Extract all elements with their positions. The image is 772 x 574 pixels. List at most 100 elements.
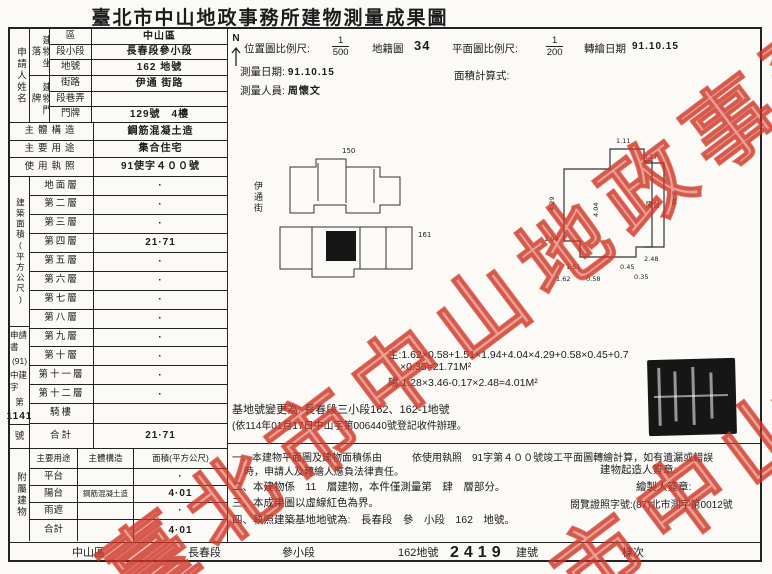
attached-group-label: 附屬建物 [10, 449, 30, 541]
location-label-column: 區 段小段 地號 街路 段巷弄 門牌 [50, 29, 92, 122]
dim-bottom-left: 1.62 [556, 275, 570, 283]
dim-bottom-mid: 0.58 [586, 275, 600, 283]
license-row: 使用執照 91使字４００號 [10, 158, 227, 177]
floor-label: 第九層 [30, 328, 94, 347]
use-value: 集合住宅 [138, 143, 183, 155]
attached-area: · [178, 505, 183, 517]
floor-value: · [158, 388, 163, 400]
building-info-table: 申請人姓名 建物坐落 建物門牌 區 段小段 地號 街路 段巷弄 門牌 中山區 長… [7, 29, 228, 542]
attached-total-structure [78, 520, 134, 541]
total-value: 21·71 [145, 430, 176, 442]
balcony-area-calc: 陽:1.28×3.46-0.17×2.48=4.01M² [388, 377, 538, 389]
license-value: 91使字４００號 [120, 161, 201, 173]
attached-use: 陽台 [30, 486, 78, 502]
dim-left-mid: 1.94 [544, 235, 558, 243]
main-area-calc-line2: ×0.35=21.71M² [400, 361, 472, 373]
unit-floor-plan: 1.11 0.17 3.46 4.29 4.04 1.94 1.51 1.62 … [540, 129, 690, 299]
cadastre-map-label: 地籍圖 [372, 43, 404, 55]
lot-number-label: 150 [342, 147, 355, 155]
floor-value: · [158, 369, 163, 381]
north-compass: N [230, 33, 242, 68]
redraw-date-label: 轉繪日期 [584, 43, 626, 55]
plan-scale-denominator: 200 [546, 47, 563, 59]
floor-label: 地面層 [30, 177, 94, 195]
application-number-tail: 號 [14, 430, 25, 442]
floor-value: · [158, 274, 163, 286]
floor-value: · [158, 293, 163, 305]
footer-lot: 162地號 [398, 547, 439, 559]
footer-district: 中山區 [72, 547, 105, 559]
floor-value: · [158, 199, 163, 211]
use-row: 主要用途 集合住宅 [10, 141, 227, 158]
floor-label: 第五層 [30, 252, 94, 271]
attached-area: 4·01 [168, 488, 193, 500]
dim-balcony-top: 0.17 [643, 153, 657, 161]
site-location-plan: 伊通街 150 161 [250, 137, 454, 289]
builder-signature-label: 建物起造人簽章: [600, 464, 677, 476]
position-scale-fraction: 1 500 [332, 35, 350, 59]
street-value: 伊通 街路 [92, 76, 227, 92]
attached-header-area: 面積(平方公尺) [152, 452, 209, 463]
note-4: 四、執照建築基地地號為: 長春段 參 小段 162 地號。 [232, 514, 515, 526]
position-scale-numerator: 1 [332, 35, 350, 48]
attached-structure: 鋼筋混凝土造 [78, 486, 134, 502]
base-lot-change-reference: (依114年01月17日中山字第006440號登記收件辦理。 [232, 421, 467, 432]
total-label: 合計 [30, 424, 94, 449]
floor-area-section: 建築面積(平方公尺) 申請書 (91) 中建字 第 1141 號 地面層 · 第二… [7, 177, 227, 449]
footer-building-number: 2419 [450, 544, 506, 561]
plan-scale-label: 平面圖比例尺: [452, 43, 518, 55]
cadastre-map-number: 34 [414, 38, 431, 53]
dim-jog-b: 0.35 [634, 273, 648, 281]
document-title: 臺北市中山地政事務所建物測量成果圖 [91, 8, 449, 29]
group-label-column: 建物坐落 建物門牌 [30, 29, 50, 122]
floor-value: · [158, 255, 163, 267]
application-number: 1141 [6, 411, 33, 423]
address-group-label: 建物門牌 [30, 81, 49, 117]
floor-label: 第二層 [30, 195, 94, 214]
attached-area: · [178, 471, 183, 483]
document-frame: 申請人姓名 建物坐落 建物門牌 區 段小段 地號 街路 段巷弄 門牌 中山區 長… [7, 27, 762, 562]
floor-label: 第六層 [30, 271, 94, 290]
floor-label: 第八層 [30, 309, 94, 328]
attached-total-value: 4·01 [168, 524, 193, 536]
structure-label: 主體構造 [10, 123, 94, 140]
arcade-value [94, 404, 227, 423]
location-row-label: 門牌 [60, 108, 80, 120]
structure-value: 鋼筋混凝土造 [127, 125, 194, 137]
location-row-label: 區 [50, 29, 91, 45]
floor-value: · [158, 350, 163, 362]
footer-building-number-label: 建號 [516, 547, 538, 559]
floor-label: 第十層 [30, 347, 94, 366]
surveyor-label: 測量人員: [240, 85, 285, 97]
application-number-block: 申請書 (91) 中建字 第 1141 [7, 327, 31, 425]
use-label: 主要用途 [10, 141, 94, 157]
structure-row: 主體構造 鋼筋混凝土造 [10, 123, 227, 141]
survey-date-value: 91.10.15 [287, 67, 335, 78]
survey-date-label: 測量日期: [240, 66, 285, 78]
note-1-line2: 時，申請人及轉繪人應負法律責任。 [244, 467, 404, 478]
surveyor-name: 周懷文 [287, 86, 321, 97]
footer-section: 長春段 [188, 547, 221, 559]
attached-structures-table: 附屬建物 主要用途 主體構造 面積(平方公尺) 平台 · 陽台 鋼筋混凝土造 [10, 449, 227, 541]
note-3: 三、本成果圖以虛線紅色為界。 [232, 497, 379, 509]
application-line: (91) [11, 355, 28, 366]
floor-area-side-column: 建築面積(平方公尺) 申請書 (91) 中建字 第 1141 號 [7, 177, 31, 448]
dim-inner: 4.04 [592, 203, 600, 217]
location-row-label: 街路 [50, 76, 91, 92]
footer-unit-label: 棟次 [622, 547, 644, 559]
site-plan-drawing: 150 161 [279, 147, 431, 278]
note-1-line1: 一、本建物平面圖及建物面積係由 依使用執照 91字第４００號竣工平面圖轉繪計算，… [232, 453, 714, 464]
floor-label: 第三層 [30, 214, 94, 233]
dim-left-lower: 1.51 [566, 263, 580, 271]
lot-value: 162 地號 [92, 60, 227, 77]
attached-header-structure: 主體構造 [78, 449, 134, 468]
position-scale-denominator: 500 [332, 47, 349, 59]
attached-structure [78, 469, 134, 485]
attached-use: 雨遮 [30, 503, 78, 519]
base-lot-change-note: 基地號變更為: 長春段三小段162、162-1地號 [232, 404, 450, 416]
attached-use: 平台 [30, 469, 78, 485]
location-row-label: 段巷弄 [50, 92, 91, 108]
floor-label: 第四層 [30, 233, 94, 252]
dim-balcony-right: 2.48 [644, 255, 658, 263]
